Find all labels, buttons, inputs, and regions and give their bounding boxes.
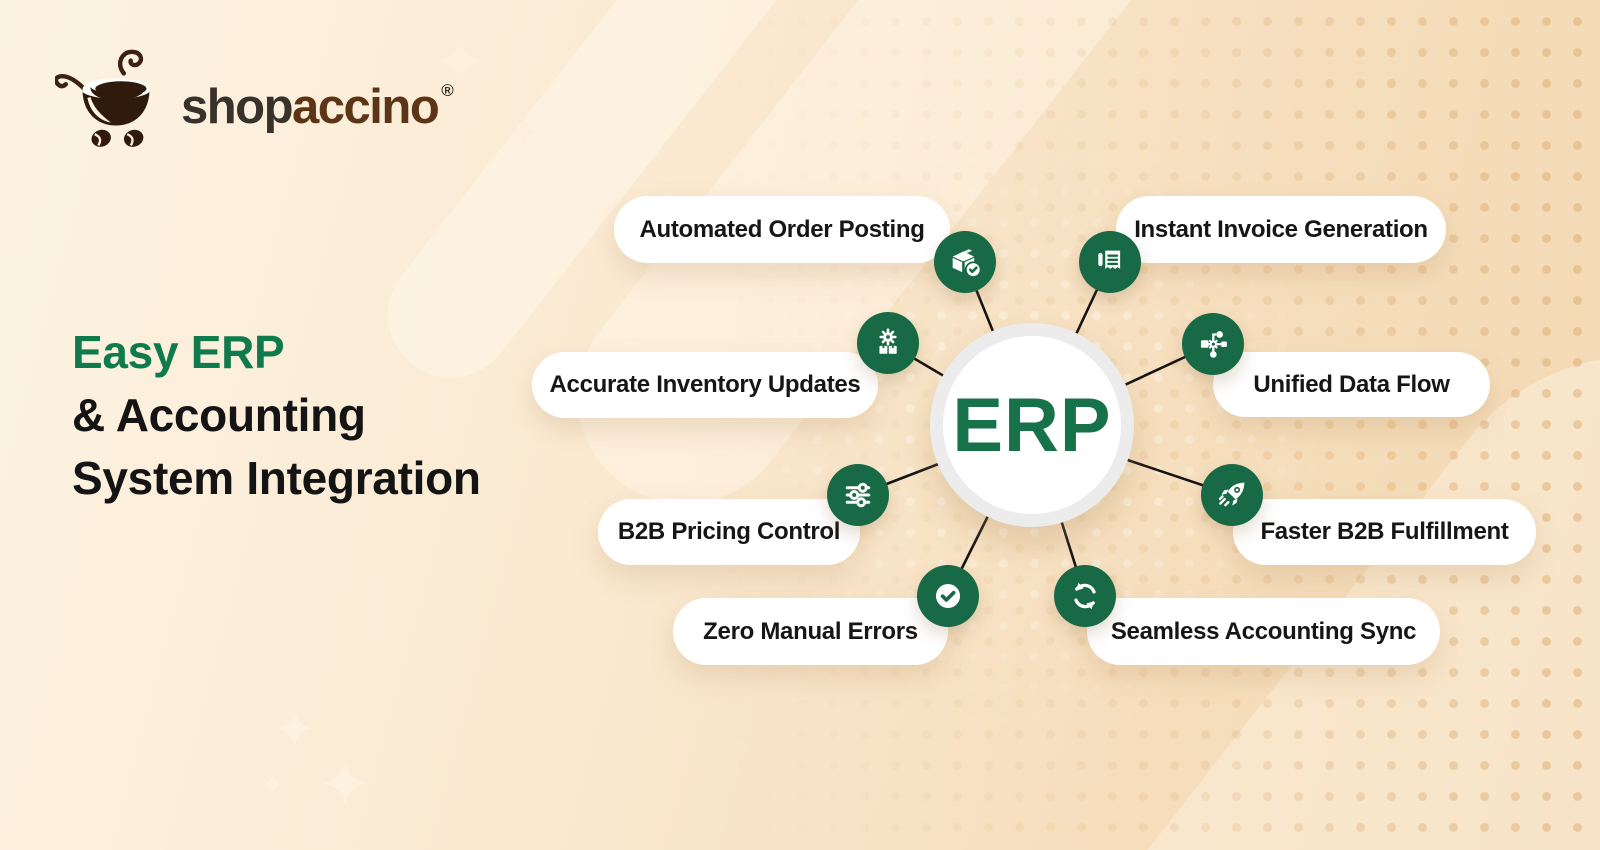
sync-icon (1054, 565, 1116, 627)
feature-label: Unified Data Flow (1253, 370, 1450, 398)
feature-pill-unified-data-flow: Unified Data Flow (1213, 352, 1490, 417)
inventory-gear-icon (857, 312, 919, 374)
title-line-1: Easy ERP (72, 326, 285, 378)
feature-pill-zero-manual-errors: Zero Manual Errors (673, 598, 948, 665)
feature-pill-faster-b2b-fulfillment: Faster B2B Fulfillment (1233, 499, 1536, 565)
sliders-icon (827, 464, 889, 526)
erp-hub: ERP (930, 323, 1134, 527)
erp-hub-inner: ERP (943, 336, 1121, 514)
feature-label: Accurate Inventory Updates (549, 371, 861, 398)
rocket-icon (1201, 464, 1263, 526)
package-check-icon (934, 231, 996, 293)
feature-label: Instant Invoice Generation (1134, 215, 1428, 243)
feature-label: B2B Pricing Control (617, 518, 841, 545)
feature-pill-automated-order-posting: Automated Order Posting (614, 196, 950, 263)
sparkle-icon (436, 37, 484, 85)
brand-name-secondary: accino (292, 80, 440, 134)
title-line-2: & Accounting (72, 389, 366, 441)
data-flow-icon (1182, 313, 1244, 375)
feature-label: Seamless Accounting Sync (1110, 617, 1417, 645)
registered-trademark: ® (441, 81, 454, 100)
feature-label: Zero Manual Errors (703, 617, 918, 645)
check-icon (917, 565, 979, 627)
sparkle-icon (509, 117, 540, 148)
page-title: Easy ERP & Accounting System Integration (72, 321, 481, 510)
brand-name-primary: shop (181, 80, 294, 134)
feature-label: Faster B2B Fulfillment (1260, 518, 1509, 545)
sparkle-icon (276, 710, 313, 747)
feature-pill-b2b-pricing-control: B2B Pricing Control (598, 499, 860, 565)
invoice-icon (1079, 231, 1141, 293)
title-line-3: System Integration (72, 452, 481, 504)
feature-pill-accurate-inventory-updates: Accurate Inventory Updates (532, 352, 878, 418)
feature-pill-seamless-accounting-sync: Seamless Accounting Sync (1087, 598, 1440, 665)
feature-label: Automated Order Posting (639, 215, 925, 243)
sparkle-icon (322, 760, 368, 806)
erp-hub-label: ERP (952, 382, 1112, 468)
feature-pill-instant-invoice-generation: Instant Invoice Generation (1116, 196, 1446, 263)
shopaccino-cup-cart-icon (55, 49, 150, 147)
sparkle-icon (262, 774, 283, 795)
